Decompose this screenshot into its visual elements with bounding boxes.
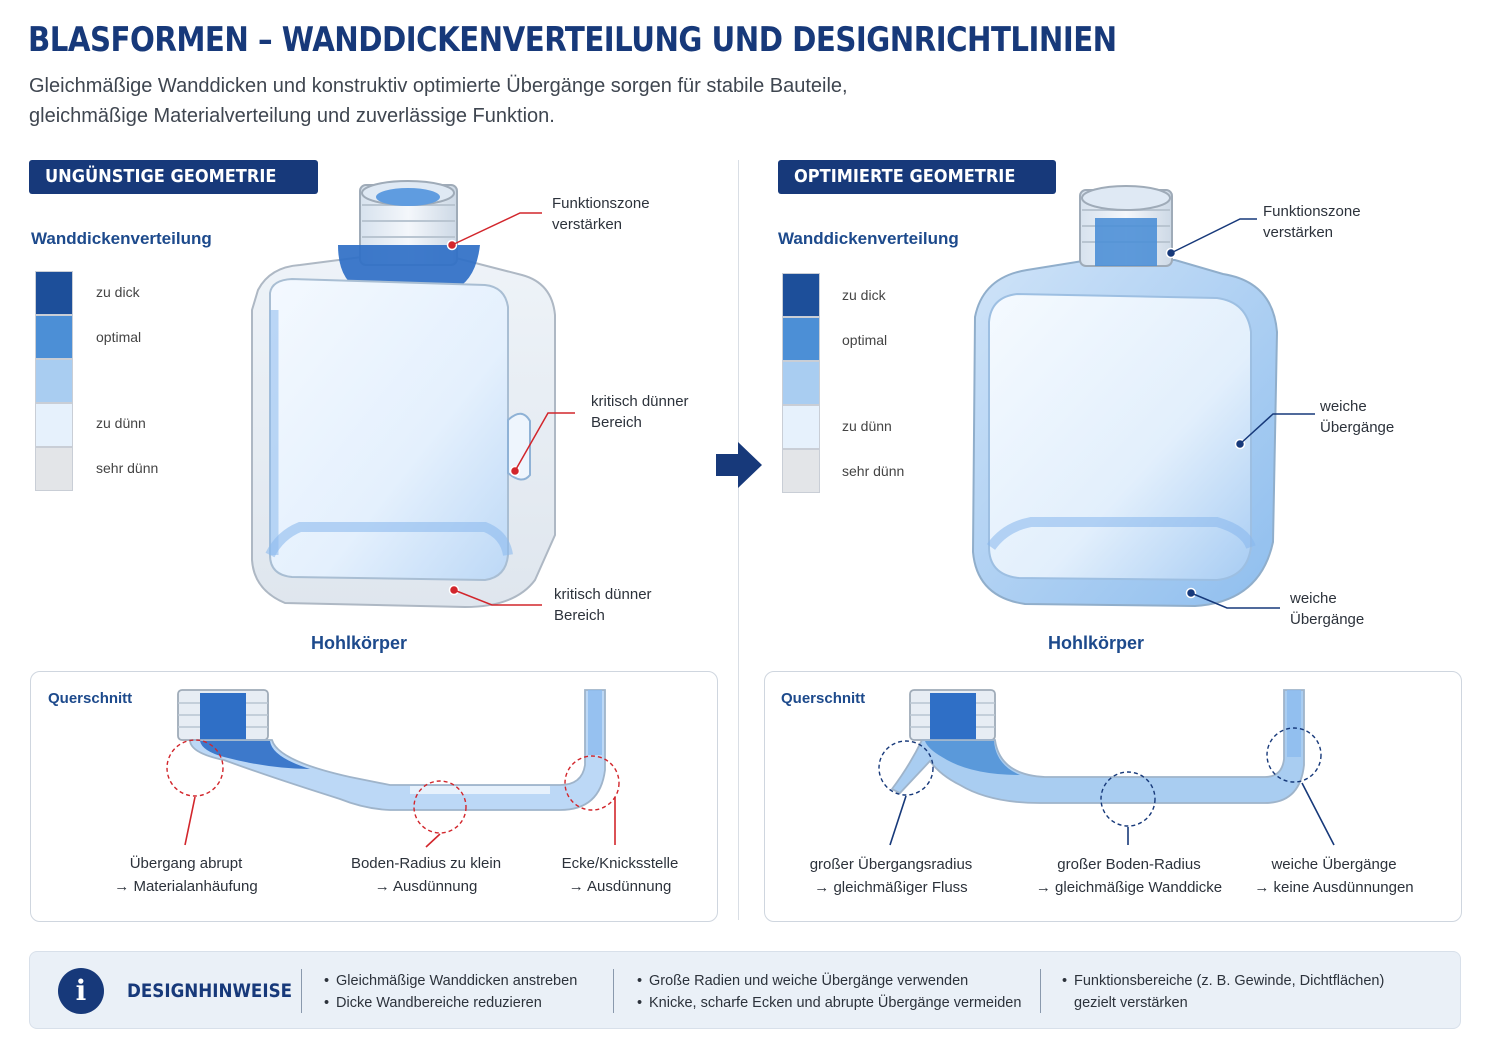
- xs-label-left-3-line1: Ecke/Knicksstelle: [561, 855, 679, 872]
- legend-scale-right: [782, 273, 822, 493]
- panel-title-right: Querschnitt: [781, 690, 866, 707]
- swatch-zu-dick: [35, 271, 73, 315]
- callout-left-mid-line2: Bereich: [591, 414, 642, 431]
- bottle-illustration-optimiert: [971, 185, 1315, 609]
- callout-right-top-line2: verstärken: [1263, 224, 1334, 241]
- callout-right-top: Funktionszone verstärken: [1263, 201, 1361, 243]
- xs-label-left-3-line2: → Ausdünnung: [568, 878, 672, 895]
- callout-left-mid: kritisch dünner Bereich: [591, 391, 689, 433]
- swatch-sehr-duenn-right: [782, 449, 820, 493]
- design-note-col1: •Gleichmäßige Wanddicken anstreben •Dick…: [324, 970, 577, 1014]
- arrow-right-icon: [716, 442, 762, 488]
- legend-label-zu-duenn-right: zu dünn: [842, 418, 892, 434]
- swatch-sehr-duenn: [35, 447, 73, 491]
- bottle-illustration-unguenstig: [251, 180, 575, 609]
- xs-label-left-3: Ecke/Knicksstelle → Ausdünnung: [540, 852, 700, 898]
- xs-label-left-2: Boden-Radius zu klein → Ausdünnung: [336, 852, 516, 898]
- xs-label-left-1-line1: Übergang abrupt: [129, 855, 243, 872]
- legend-label-zu-dick-right: zu dick: [842, 287, 886, 303]
- legend-label-sehr-duenn-right: sehr dünn: [842, 463, 905, 479]
- swatch-zu-duenn-right: [782, 405, 820, 449]
- legend-label-sehr-duenn: sehr dünn: [96, 460, 159, 476]
- subtitle-line-2: gleichmäßige Materialverteilung und zuve…: [29, 105, 555, 127]
- design-note-col3: •Funktionsbereiche (z. B. Gewinde, Dicht…: [1062, 970, 1384, 1014]
- legend-label-optimal-right: optimal: [842, 332, 888, 348]
- info-icon: i: [58, 968, 104, 1014]
- callout-right-bottom: weiche Übergänge: [1290, 588, 1364, 630]
- xs-label-right-2: großer Boden-Radius → gleichmäßige Wandd…: [1032, 853, 1226, 899]
- section-divider: [738, 160, 739, 920]
- design-note-1: •Gleichmäßige Wanddicken anstreben: [324, 973, 578, 989]
- callout-left-mid-line1: kritisch dünner: [591, 393, 689, 410]
- callout-left-top-line1: Funktionszone: [552, 195, 650, 212]
- footer-separator-1: [301, 969, 302, 1013]
- caption-hohlkoerper-right: Hohlkörper: [1048, 633, 1145, 653]
- xs-label-right-3-line1: weiche Übergänge: [1271, 856, 1397, 873]
- legend-label-optimal: optimal: [96, 329, 142, 345]
- swatch-optimal-right: [782, 317, 820, 361]
- design-note-4: •Knicke, scharfe Ecken und abrupte Überg…: [637, 995, 1022, 1011]
- callout-right-bottom-line1: weiche: [1290, 590, 1337, 607]
- xs-label-right-3: weiche Übergänge → keine Ausdünnungen: [1246, 853, 1422, 899]
- legend-scale-left: [35, 271, 75, 491]
- legend-label-zu-dick: zu dick: [96, 284, 140, 300]
- callout-left-bottom-line2: Bereich: [554, 607, 605, 624]
- xs-label-right-1: großer Übergangsradius → gleichmäßiger F…: [800, 853, 982, 899]
- swatch-mittel: [35, 359, 73, 403]
- callout-right-mid: weiche Übergänge: [1320, 396, 1394, 438]
- cross-section-optimiert: [878, 689, 1335, 846]
- xs-label-left-1: Übergang abrupt → Materialanhäufung: [96, 852, 276, 898]
- badge-unguenstige-geometrie: UNGÜNSTIGE GEOMETRIE: [29, 160, 319, 194]
- design-note-6: gezielt verstärken: [1074, 995, 1188, 1011]
- xs-label-right-2-line2: → gleichmäßige Wanddicke: [1035, 879, 1223, 896]
- design-note-3: •Große Radien und weiche Übergänge verwe…: [637, 973, 969, 989]
- cross-section-unguenstig: [166, 689, 620, 848]
- callout-left-bottom: kritisch dünner Bereich: [554, 584, 652, 626]
- xs-label-left-2-line1: Boden-Radius zu klein: [350, 855, 502, 872]
- legend-title-left: Wanddickenverteilung: [31, 229, 212, 248]
- xs-label-left-1-line2: → Materialanhäufung: [114, 878, 258, 895]
- design-notes-bar: [29, 951, 1461, 1029]
- callout-right-mid-line2: Übergänge: [1320, 419, 1395, 436]
- page-subtitle: Gleichmäßige Wanddicken und konstruktiv …: [29, 71, 1029, 131]
- xs-label-right-2-line1: großer Boden-Radius: [1057, 856, 1201, 873]
- swatch-mittel-right: [782, 361, 820, 405]
- callout-right-mid-line1: weiche: [1320, 398, 1367, 415]
- design-note-2: •Dicke Wandbereiche reduzieren: [324, 995, 542, 1011]
- xs-label-left-2-line2: → Ausdünnung: [374, 878, 478, 895]
- swatch-optimal: [35, 315, 73, 359]
- legend-label-zu-duenn: zu dünn: [96, 415, 146, 431]
- subtitle-line-1: Gleichmäßige Wanddicken und konstruktiv …: [29, 75, 848, 97]
- footer-separator-2: [613, 969, 614, 1013]
- callout-left-top: Funktionszone verstärken: [552, 193, 650, 235]
- legend-title-right: Wanddickenverteilung: [778, 229, 959, 248]
- badge-optimierte-geometrie: OPTIMIERTE GEOMETRIE: [778, 160, 1056, 194]
- page-title: BLASFORMEN – WANDDICKENVERTEILUNG UND DE…: [28, 20, 1117, 60]
- callout-right-bottom-line2: Übergänge: [1290, 611, 1365, 628]
- callout-right-top-line1: Funktionszone: [1263, 203, 1361, 220]
- design-note-col2: •Große Radien und weiche Übergänge verwe…: [637, 970, 1021, 1014]
- xs-label-right-1-line2: → gleichmäßiger Fluss: [814, 879, 968, 896]
- design-notes-title: DESIGNHINWEISE: [127, 980, 293, 1002]
- caption-hohlkoerper-left: Hohlkörper: [311, 633, 408, 653]
- xs-label-right-3-line2: → keine Ausdünnungen: [1254, 879, 1414, 896]
- panel-title-left: Querschnitt: [48, 690, 133, 707]
- design-note-5: •Funktionsbereiche (z. B. Gewinde, Dicht…: [1062, 973, 1385, 989]
- callout-left-bottom-line1: kritisch dünner: [554, 586, 652, 603]
- swatch-zu-duenn: [35, 403, 73, 447]
- swatch-zu-dick-right: [782, 273, 820, 317]
- footer-separator-3: [1040, 969, 1041, 1013]
- xs-label-right-1-line1: großer Übergangsradius: [809, 856, 973, 873]
- callout-left-top-line2: verstärken: [552, 216, 623, 233]
